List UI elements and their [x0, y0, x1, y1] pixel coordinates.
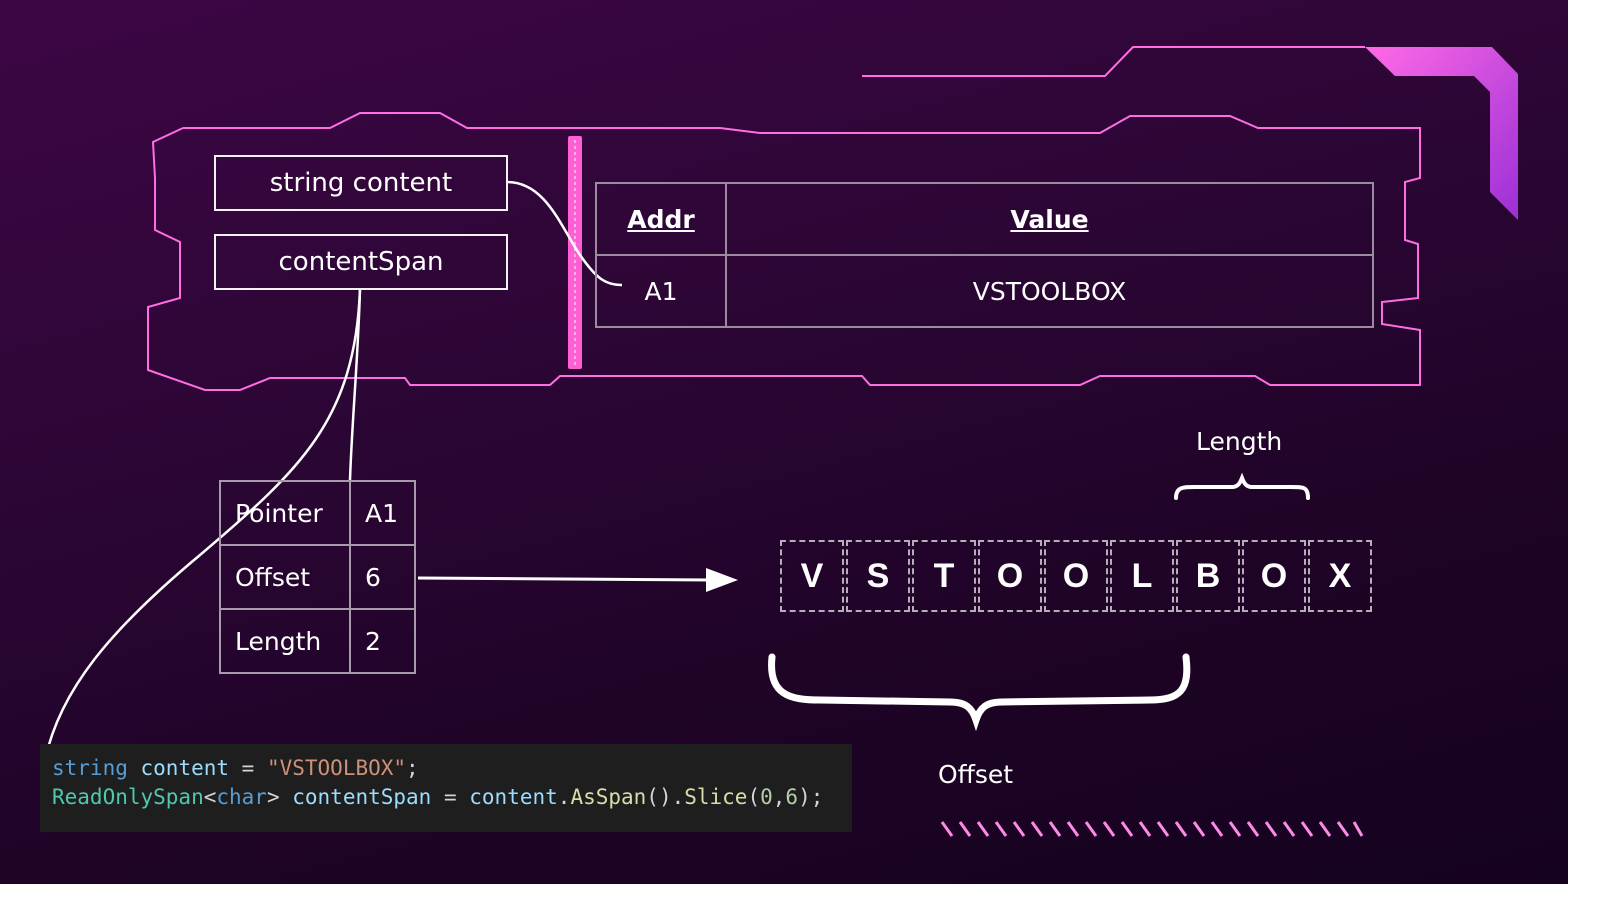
cyber-frame — [147, 112, 1421, 391]
offset-brace — [768, 653, 1191, 732]
content-span-label: contentSpan — [278, 247, 444, 277]
frame-layer — [43, 46, 1518, 837]
code-token: 6 — [785, 785, 799, 809]
code-snippet: string content = "VSTOOLBOX"; ReadOnlySp… — [40, 744, 852, 832]
code-token: = — [431, 785, 470, 809]
code-token: . — [557, 785, 571, 809]
code-line-2: ReadOnlySpan<char> contentSpan = content… — [52, 785, 823, 809]
table-row: Length 2 — [219, 608, 416, 674]
memory-divider — [568, 136, 582, 369]
top-accent-line — [862, 46, 1365, 77]
length-brace — [1174, 472, 1310, 500]
corner-ornament — [1365, 47, 1518, 220]
string-content-box: string content — [214, 155, 508, 211]
char-cell: O — [978, 540, 1042, 612]
code-token: Slice — [684, 785, 748, 809]
char-cell: V — [780, 540, 844, 612]
code-token: char — [216, 785, 267, 809]
code-token: = — [229, 756, 267, 780]
heap-row: A1 VSTOOLBOX — [595, 254, 1374, 328]
char-cell: O — [1044, 540, 1108, 612]
code-token: ; — [406, 756, 419, 780]
code-token: < — [203, 785, 217, 809]
table-row: Pointer A1 — [219, 480, 416, 546]
code-token: ReadOnlySpan — [52, 785, 204, 809]
code-token: ( — [747, 785, 761, 809]
code-token: 0 — [760, 785, 773, 809]
char-cell: L — [1110, 540, 1174, 612]
char-cell: S — [846, 540, 910, 612]
offset-field: Offset — [219, 544, 351, 610]
code-token: contentSpan — [292, 785, 432, 809]
hatch-decoration — [940, 821, 1364, 837]
arrow-head — [706, 568, 738, 592]
code-token: AsSpan — [570, 785, 647, 809]
code-line-1: string content = "VSTOOLBOX"; — [52, 756, 419, 780]
char-cell: X — [1308, 540, 1372, 612]
code-token: "VSTOOLBOX" — [266, 756, 407, 780]
span-to-code-curve — [43, 288, 362, 761]
offset-value: 6 — [349, 544, 416, 610]
char-cell: T — [912, 540, 976, 612]
diagram-canvas: string content contentSpan Addr Value A1… — [0, 0, 1568, 884]
length-label: Length — [1196, 427, 1283, 456]
code-token: (). — [646, 785, 685, 809]
span-struct-table: Pointer A1 Offset 6 Length 2 — [219, 480, 416, 674]
char-cell: O — [1242, 540, 1306, 612]
length-value: 2 — [349, 608, 416, 674]
value-cell: VSTOOLBOX — [725, 254, 1374, 328]
offset-arrow-line — [417, 576, 713, 582]
code-token: > — [266, 785, 293, 809]
pointer-field: Pointer — [219, 480, 351, 546]
string-content-label: string content — [269, 168, 453, 198]
code-token: , — [772, 785, 786, 809]
code-token: content — [469, 785, 558, 809]
addr-header: Addr — [595, 182, 727, 256]
char-cell: B — [1176, 540, 1240, 612]
offset-label: Offset — [938, 760, 1014, 789]
table-row: Offset 6 — [219, 544, 416, 610]
code-token: content — [140, 756, 230, 780]
heap-memory-table: Addr Value A1 VSTOOLBOX — [595, 182, 1374, 328]
content-span-box: contentSpan — [214, 234, 508, 290]
addr-cell: A1 — [595, 254, 727, 328]
pointer-value: A1 — [349, 480, 416, 546]
code-token: ); — [798, 785, 824, 809]
value-header: Value — [725, 182, 1374, 256]
heap-header-row: Addr Value — [595, 182, 1374, 256]
length-field: Length — [219, 608, 351, 674]
code-token: string — [52, 756, 128, 780]
